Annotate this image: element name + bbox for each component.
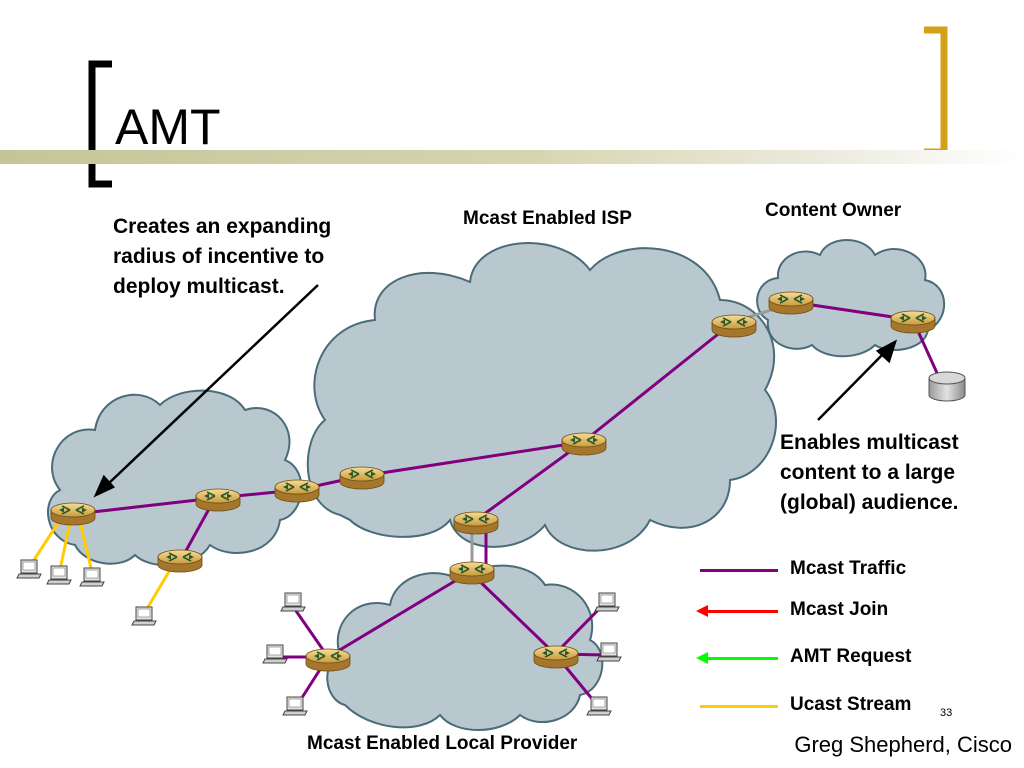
pc-icon <box>79 567 105 587</box>
router-owner-edge <box>768 291 814 315</box>
pc-icon <box>262 644 288 664</box>
legend-swatch <box>700 610 778 613</box>
pc-icon <box>282 696 308 716</box>
right-note-line: (global) audience. <box>780 491 959 514</box>
router-local-east <box>533 645 579 669</box>
pc-icon <box>596 642 622 662</box>
router-left-access <box>157 549 203 573</box>
legend-item-ucast-stream: Ucast Stream <box>700 694 1000 718</box>
title-rule <box>0 150 1024 164</box>
content-owner-label: Content Owner <box>765 200 902 221</box>
legend-item-mcast-join: Mcast Join <box>696 599 1000 623</box>
pc-icon <box>280 592 306 612</box>
legend-label: Mcast Traffic <box>790 558 907 579</box>
left-note-line: Creates an expanding <box>113 215 332 238</box>
router-left-core <box>195 488 241 512</box>
router-owner-core <box>890 310 936 334</box>
pc-icon <box>594 592 620 612</box>
right-note-line: Enables multicast <box>780 431 959 454</box>
left-note-line: deploy multicast. <box>113 275 285 298</box>
right-note-line: content to a large <box>780 461 956 484</box>
arrow-left-icon <box>696 605 708 617</box>
page-number: 33 <box>940 707 953 719</box>
right-note: Enables multicast content to a large (gl… <box>780 428 959 518</box>
left-note: Creates an expanding radius of incentive… <box>113 212 331 302</box>
legend-swatch <box>700 657 778 660</box>
legend-item-amt-request: AMT Request <box>696 646 1000 670</box>
legend-label: AMT Request <box>790 646 912 667</box>
arrow-left-icon <box>696 652 708 664</box>
legend-label: Mcast Join <box>790 599 889 620</box>
pc-icon <box>131 606 157 626</box>
pc-icon <box>586 696 612 716</box>
ucast-links <box>28 519 172 613</box>
legend-item-mcast-traffic: Mcast Traffic <box>700 558 1000 582</box>
isp-label: Mcast Enabled ISP <box>463 208 632 229</box>
router-local-core <box>449 561 495 585</box>
router-local-west <box>305 648 351 672</box>
router-isp-west <box>339 466 385 490</box>
router-left-border <box>274 479 320 503</box>
annotation-arrows <box>93 284 898 498</box>
local-provider-label: Mcast Enabled Local Provider <box>307 733 578 754</box>
legend-swatch <box>700 705 778 708</box>
local-provider-cloud <box>326 564 604 731</box>
pc-icon <box>46 565 72 585</box>
router-isp-core <box>561 432 607 456</box>
left-note-line: radius of incentive to <box>113 245 325 268</box>
left-cloud <box>47 389 303 567</box>
credit-text: Greg Shepherd, Cisco <box>794 732 1012 757</box>
left-bracket <box>88 60 112 188</box>
slide-title: AMT <box>115 99 221 155</box>
legend-label: Ucast Stream <box>790 694 912 715</box>
isp-cloud <box>306 242 777 552</box>
router-isp-east <box>711 314 757 338</box>
database-icon <box>928 371 966 402</box>
router-left-edge <box>50 502 96 526</box>
legend-swatch <box>700 569 778 572</box>
pc-icon <box>16 559 42 579</box>
router-isp-south <box>453 511 499 535</box>
